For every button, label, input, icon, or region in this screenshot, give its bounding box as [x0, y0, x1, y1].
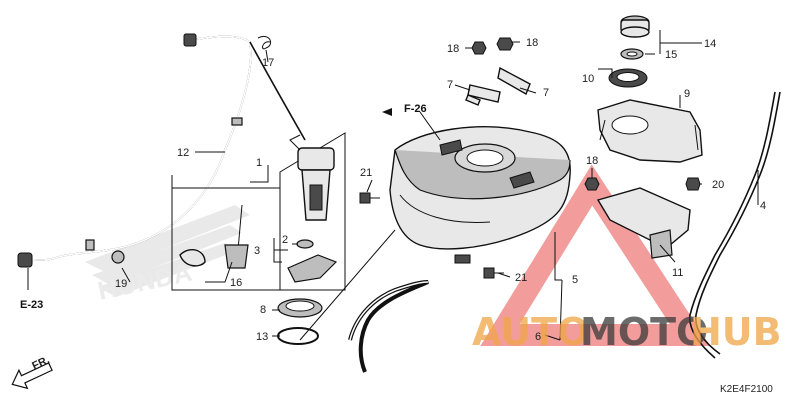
ref-e23: E-23 [20, 268, 43, 311]
callout-1: 1 [256, 157, 262, 169]
callout-17: 17 [262, 57, 274, 69]
bracket-7-left [465, 84, 501, 106]
callout-21-upper: 21 [360, 167, 372, 179]
callout-4: 4 [760, 200, 766, 212]
callout-18-mid: 18 [586, 155, 598, 167]
callout-11: 11 [672, 267, 683, 279]
gasket-15 [620, 48, 644, 60]
callout-15: 15 [665, 49, 677, 61]
callout-14: 14 [704, 38, 716, 50]
callout-21-lower: 21 [515, 272, 527, 284]
callout-13: 13 [256, 331, 268, 343]
seal-strip-6 [348, 280, 429, 373]
callout-19: 19 [115, 278, 127, 290]
fuel-pump-group [171, 132, 346, 291]
callout-10: 10 [582, 73, 594, 85]
callout-7-right: 7 [543, 87, 549, 99]
clip-17 [257, 36, 272, 50]
svg-text:F-26: F-26 [404, 103, 427, 115]
bracket-11 [596, 187, 691, 259]
tray-9 [597, 99, 703, 163]
callout-7-left: 7 [447, 79, 453, 91]
callout-18-top-left: 18 [447, 43, 459, 55]
callout-9: 9 [684, 88, 690, 100]
callout-18-top-right: 18 [526, 37, 538, 49]
svg-text:E-23: E-23 [20, 299, 43, 311]
honda-wing-watermark: HONDA [85, 205, 250, 306]
callout-12: 12 [177, 147, 189, 159]
fuel-hose-12 [17, 33, 306, 268]
callout-2: 2 [282, 234, 288, 246]
callout-16: 16 [230, 277, 242, 289]
o-ring-13 [277, 327, 319, 345]
callout-6: 6 [535, 331, 541, 343]
svg-text:MOTO: MOTO [580, 310, 708, 354]
callout-20: 20 [712, 179, 724, 191]
nut-18-left [471, 41, 487, 55]
seal-ring-8 [277, 298, 323, 318]
bolt-21-lower [483, 267, 504, 279]
fuel-tank [389, 126, 571, 264]
leader-lines [121, 30, 759, 341]
breather-hose-4 [689, 91, 781, 359]
callout-3: 3 [254, 245, 260, 257]
ref-f26: F-26 [382, 103, 427, 116]
clip-19 [111, 250, 125, 264]
watermark-triangle [480, 164, 711, 346]
bracket-7-right [497, 66, 531, 96]
callout-8: 8 [260, 304, 266, 316]
callouts: 1 2 3 4 5 6 7 7 8 9 10 11 12 13 14 15 16… [115, 37, 766, 343]
diagram-code: K2E4F2100 [720, 384, 773, 395]
svg-text:AUTO: AUTO [472, 310, 589, 354]
bolt-20 [685, 177, 701, 191]
bolt-21-upper [359, 192, 380, 204]
nut-18-mid [584, 177, 600, 191]
svg-text:HUB: HUB [690, 310, 782, 354]
callout-5: 5 [572, 274, 578, 286]
watermark-text: AUTO MOTO HUB [472, 310, 782, 354]
nut-18-right [496, 37, 514, 51]
fuel-cap-14 [620, 15, 650, 38]
front-direction-arrow: FR. [11, 354, 53, 390]
filler-ring-10 [608, 68, 648, 88]
